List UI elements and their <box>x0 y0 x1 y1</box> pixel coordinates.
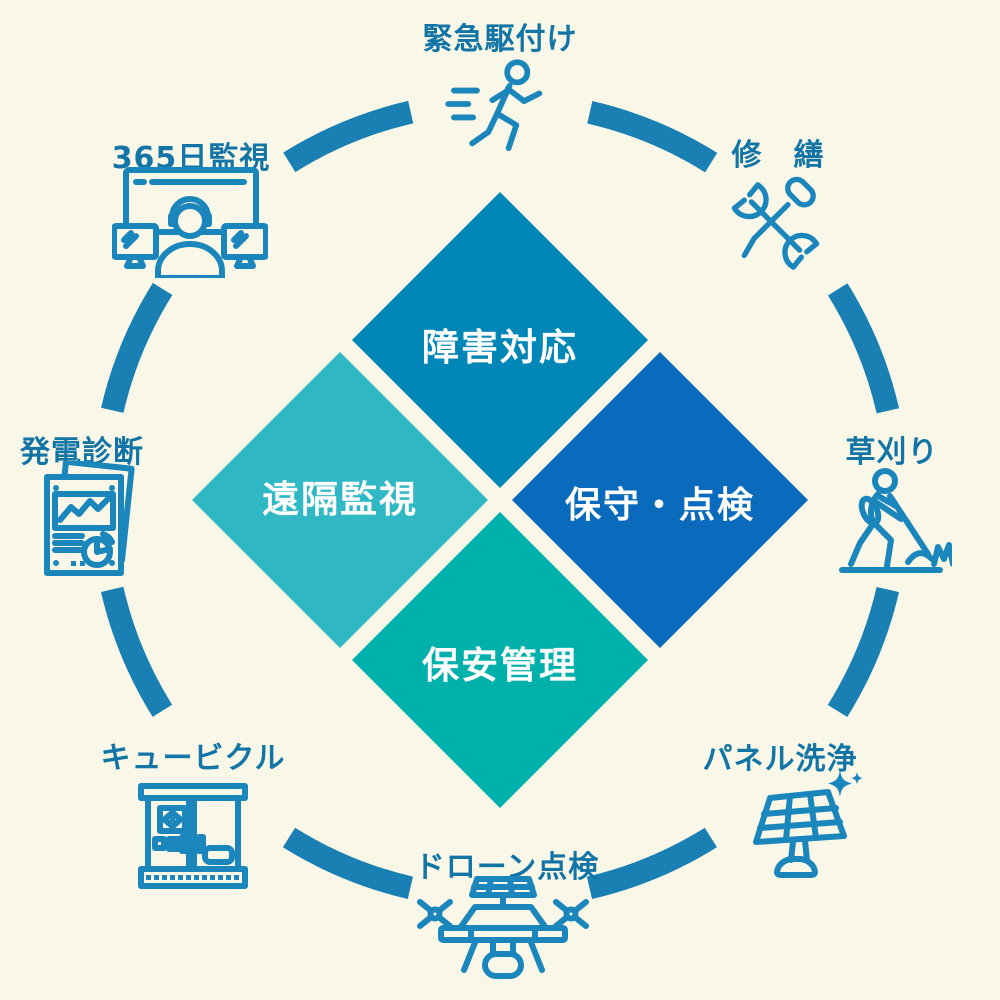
grass-cutter-icon <box>839 468 952 573</box>
label-grass-cutting: 草刈り <box>845 435 939 470</box>
report-chart-icon <box>44 461 135 576</box>
operator-monitors-icon <box>112 167 268 278</box>
solar-panel-sparkle-icon <box>753 770 863 878</box>
diamond-bottom <box>352 512 648 808</box>
diamond-right <box>512 352 808 648</box>
label-cubicle: キュービクル <box>100 741 286 776</box>
label-repair: 修 繕 <box>731 138 825 173</box>
diamond-label-left: 遠隔監視 <box>262 478 418 521</box>
drone-icon <box>417 876 589 979</box>
electrical-cabinet-icon <box>138 783 248 889</box>
label-emergency-dispatch: 緊急駆付け <box>422 22 578 57</box>
vent-dots <box>146 875 239 880</box>
running-person-icon <box>445 59 543 152</box>
diamond-label-bottom: 保安管理 <box>422 644 578 687</box>
wrench-screwdriver-icon <box>731 176 820 270</box>
diamond-label-right: 保守・点検 <box>564 485 756 526</box>
label-panel-cleaning: パネル洗浄 <box>702 742 858 777</box>
diamond-left <box>192 352 488 648</box>
diamond-top <box>352 192 648 488</box>
diamond-label-top: 障害対応 <box>422 326 578 369</box>
